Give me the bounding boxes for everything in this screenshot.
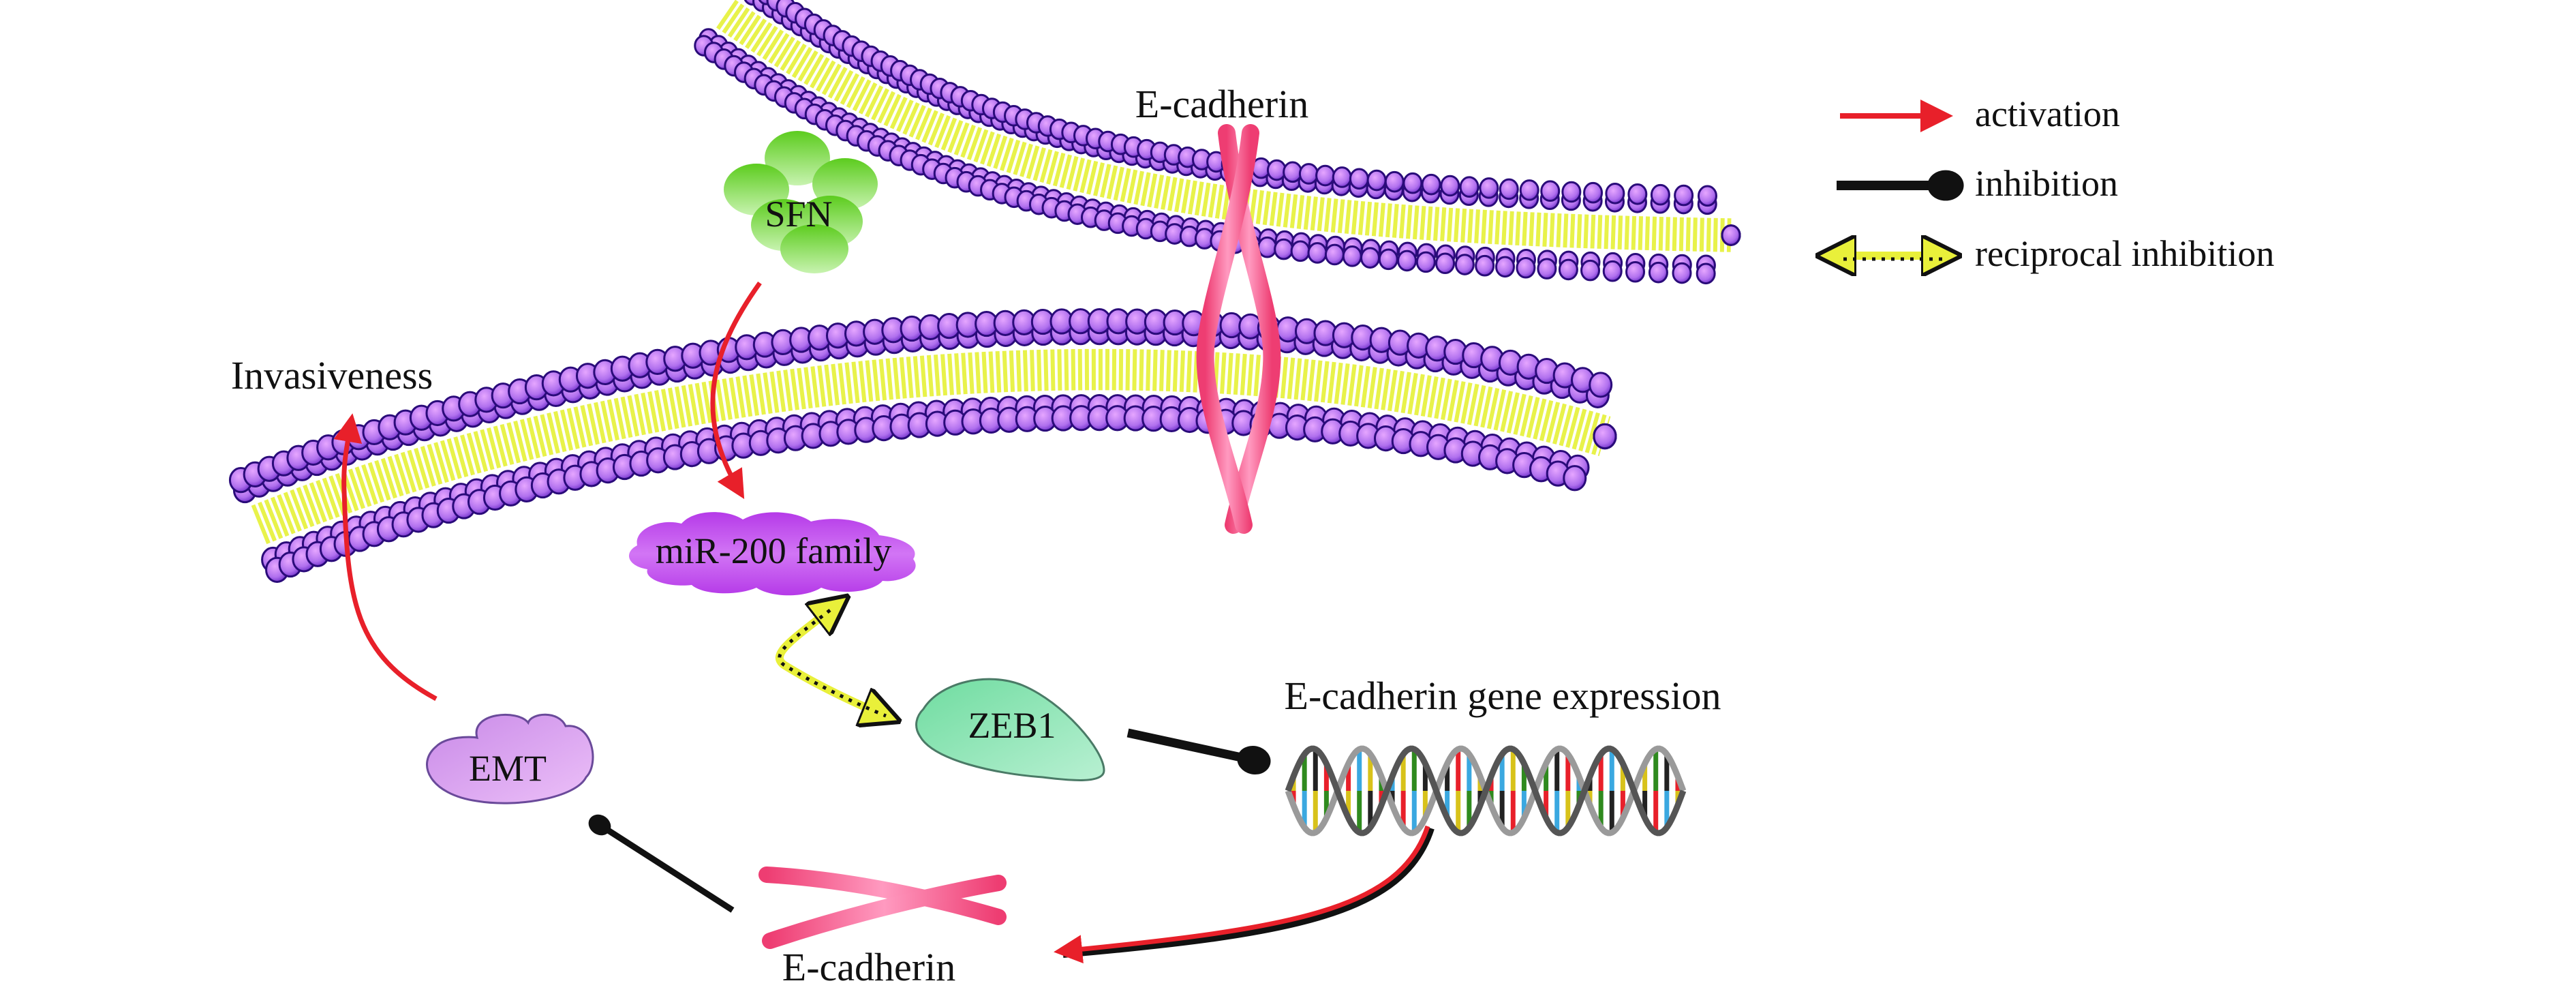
lipid-head	[1627, 183, 1648, 205]
lipid-head	[1440, 175, 1460, 197]
lipid-head	[1593, 423, 1617, 450]
sfn-to-mir200-activation-arrow	[710, 281, 762, 500]
lipid-head	[1397, 250, 1417, 272]
lipid-head	[1342, 245, 1362, 267]
lipid-head	[1298, 163, 1319, 185]
mir200-cloud-icon	[629, 512, 916, 596]
lipid-tails	[251, 348, 1611, 545]
emt-node-icon	[426, 713, 594, 804]
lipid-head	[1384, 170, 1405, 193]
lipid-head	[1274, 238, 1294, 260]
legend-item-reciprocal-inhibition: reciprocal inhibition	[1840, 233, 2274, 274]
lipid-head	[1563, 465, 1587, 492]
lipid-head	[1324, 243, 1345, 266]
emt-label: EMT	[469, 748, 547, 789]
legend-item-activation: activation	[1840, 93, 2120, 134]
e-cadherin-junction-icon	[1196, 124, 1281, 534]
mir200-label: miR-200 family	[656, 530, 891, 571]
lipid-head	[1475, 254, 1495, 277]
legend: activation inhibition reciprocal inhibit…	[1837, 93, 2274, 274]
lipid-head	[1589, 372, 1613, 398]
lipid-head	[1283, 161, 1303, 183]
legend-label-inhibition: inhibition	[1975, 163, 2118, 204]
lipid-head	[1459, 176, 1479, 198]
lipid-head	[1697, 185, 1717, 207]
lipid-head	[1605, 182, 1625, 205]
lipid-head	[1435, 252, 1456, 275]
e-cadherin-bottom-label: E-cadherin	[782, 945, 955, 989]
dna-backbone	[1285, 745, 1687, 837]
legend-label-reciprocal-inhibition: reciprocal inhibition	[1975, 233, 2274, 274]
gene-expression-label: E-cadherin gene expression	[1285, 674, 1721, 718]
lipid-head	[1332, 166, 1352, 188]
lipid-head	[1537, 258, 1557, 280]
lipid-head	[1495, 256, 1516, 278]
lipid-head	[1378, 248, 1398, 271]
lipid-head	[1402, 172, 1423, 194]
zeb1-to-gene-inhibition-arrow	[1126, 728, 1271, 774]
lipid-head	[1674, 184, 1694, 207]
lower-cell-membrane	[228, 308, 1617, 583]
lipid-head	[1516, 256, 1536, 279]
lipid-head	[1672, 262, 1692, 284]
dna-helix-icon	[1285, 745, 1687, 837]
lipid-head	[1602, 260, 1623, 282]
gene-to-ecadherin-activation-arrow	[1062, 827, 1435, 958]
lipid-head	[1315, 164, 1336, 187]
lipid-head	[1650, 183, 1670, 206]
legend-item-inhibition: inhibition	[1837, 163, 2118, 204]
lipid-head	[1583, 181, 1604, 204]
legend-label-activation: activation	[1975, 93, 2120, 134]
e-cadherin-protein-icon	[758, 867, 1007, 949]
lipid-head	[1415, 251, 1436, 273]
e-cadherin-membrane-label: E-cadherin	[1135, 82, 1308, 126]
lipid-head	[1499, 178, 1519, 200]
lipid-head	[1349, 168, 1369, 190]
mir200-zeb1-reciprocal-inhibition-arrow	[776, 610, 886, 716]
emt-to-invasiveness-activation-arrow	[333, 413, 438, 702]
lipid-head	[1307, 242, 1328, 264]
lipid-head	[1290, 240, 1310, 262]
upper-cell-membrane	[694, 0, 1741, 285]
lipid-head	[1421, 173, 1441, 196]
lipid-head	[1257, 236, 1278, 258]
lipid-head	[1519, 179, 1539, 201]
sfn-label: SFN	[765, 194, 832, 235]
lipid-head	[1648, 261, 1668, 284]
lipid-head	[1558, 258, 1578, 281]
lipid-head	[1580, 259, 1601, 282]
lipid-head	[1561, 181, 1582, 203]
lipid-head	[1479, 177, 1499, 199]
zeb1-label: ZEB1	[968, 705, 1056, 746]
invasiveness-label: Invasiveness	[231, 353, 433, 397]
lipid-head	[1721, 224, 1741, 246]
lipid-head	[1625, 260, 1646, 283]
zeb1-node-icon	[915, 678, 1105, 781]
lipid-head	[1540, 180, 1561, 202]
lipid-tails	[716, 0, 1732, 252]
lipid-head	[1360, 247, 1381, 269]
lipid-head	[1696, 262, 1716, 285]
sfn-molecule-icon	[724, 131, 878, 273]
ecadherin-to-emt-inhibition-arrow	[588, 814, 735, 913]
lipid-head	[1366, 169, 1387, 192]
lipid-head	[1454, 254, 1475, 275]
